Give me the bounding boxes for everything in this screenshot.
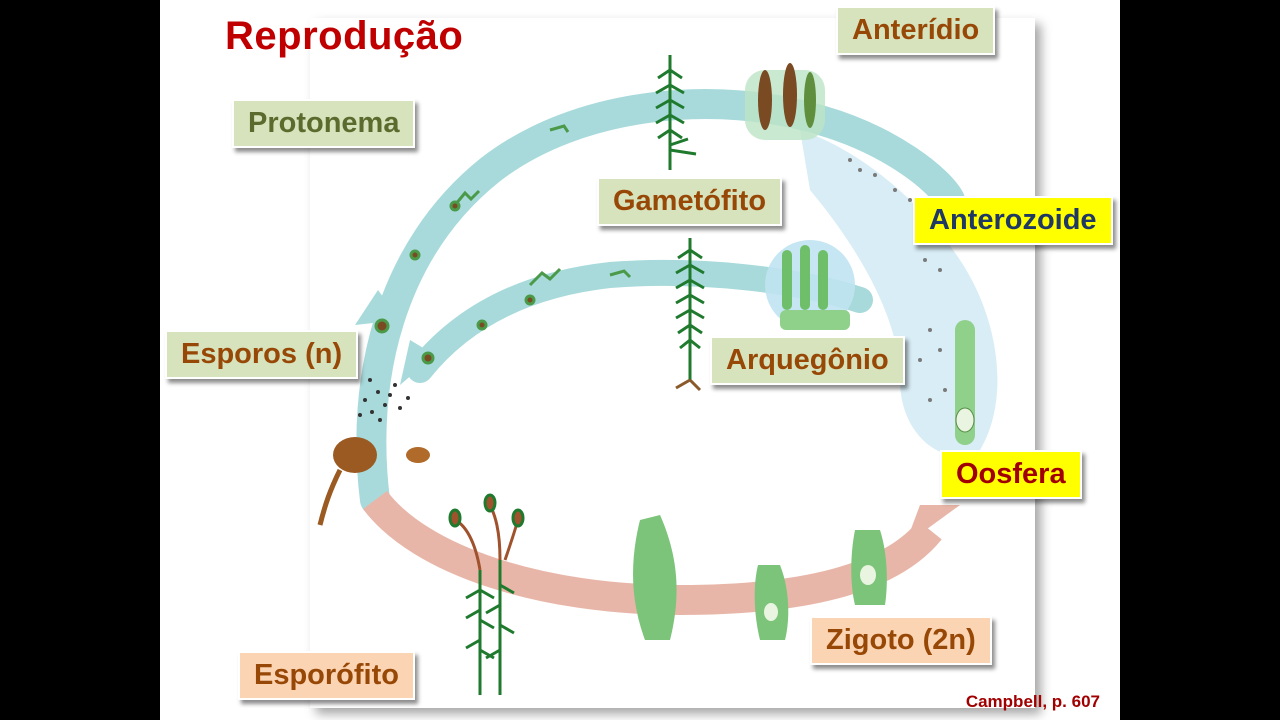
label-zigoto: Zigoto (2n) (810, 616, 992, 665)
spore-capsule (317, 437, 430, 526)
embryo-stages (633, 515, 887, 640)
inner-arrowhead (400, 340, 435, 385)
sperm-cells (848, 158, 947, 402)
label-esporofito: Esporófito (238, 651, 415, 700)
slide-title: Reprodução (225, 14, 464, 58)
diploid-arrowhead (905, 505, 960, 545)
archegonium-with-egg (955, 320, 975, 445)
sporophyte-plants (448, 493, 525, 695)
outer-haploid-arrow (356, 89, 965, 515)
label-anterozoide: Anterozoide (913, 196, 1113, 245)
slide: Reprodução Anterídio Protonema Gametófit… (160, 0, 1120, 720)
label-esporos: Esporos (n) (165, 330, 359, 379)
citation: Campbell, p. 607 (965, 692, 1100, 711)
label-arquegonio: Arquegônio (710, 336, 905, 385)
label-protonema: Protonema (232, 99, 416, 148)
gametophyte-plant-middle (675, 238, 705, 392)
archegonium-cluster (765, 240, 855, 330)
label-oosfera: Oosfera (940, 450, 1082, 499)
outer-arrowhead (355, 290, 400, 325)
label-anteridio: Anterídio (836, 6, 996, 55)
label-gametofito: Gametófito (597, 177, 783, 226)
protonema-sprouts (374, 124, 632, 365)
gametophyte-plant-top (655, 55, 697, 170)
antheridium-cluster (745, 63, 825, 140)
life-cycle-diagram (317, 55, 998, 695)
spore-dots (358, 378, 410, 422)
water-region (800, 130, 998, 457)
